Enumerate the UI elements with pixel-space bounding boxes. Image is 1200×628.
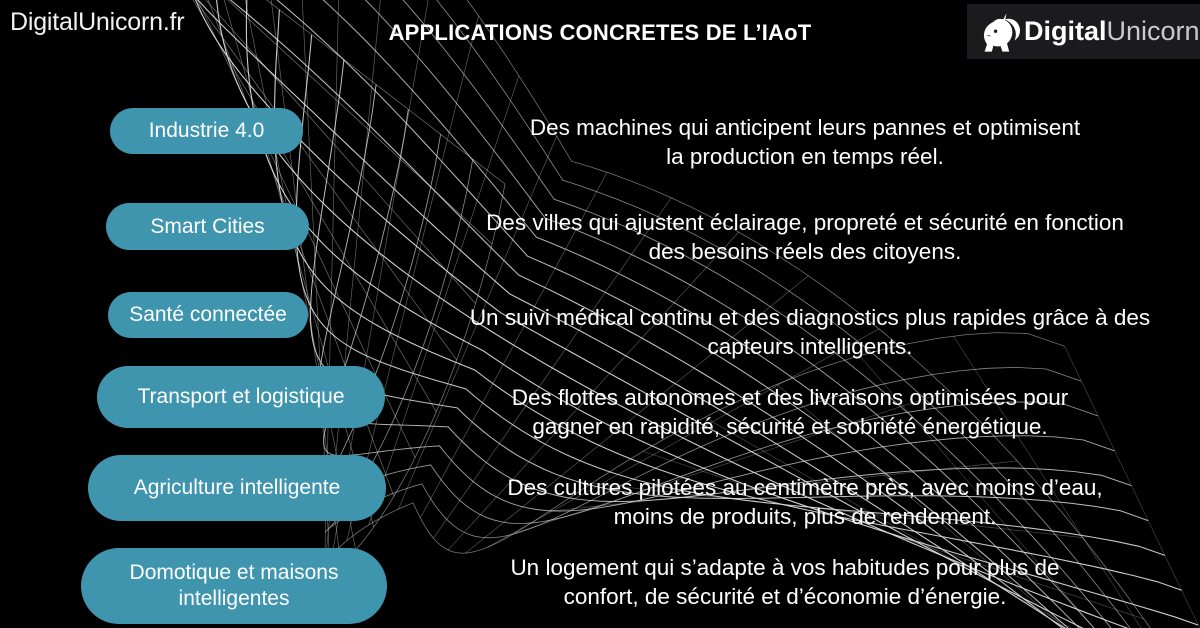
category-pill-label: Smart Cities [150, 214, 265, 238]
category-pill-label: Agriculture intelligente [133, 476, 341, 500]
category-description: Un logement qui s’adapte à vos habitudes… [510, 555, 1060, 610]
brand-wordmark-unicorn: Unicorn [1106, 16, 1200, 46]
category-pill-domotique-maisons[interactable]: Domotique et maisons intelligentes [81, 548, 387, 624]
brand-wordmark-digital: Digital [1024, 16, 1107, 46]
category-pill-label: Domotique et maisons intelligentes [129, 561, 339, 610]
unicorn-head-icon [983, 12, 1021, 52]
category-description: Des villes qui ajustent éclairage, propr… [486, 210, 1124, 265]
site-name: DigitalUnicorn.fr [10, 8, 185, 36]
category-pill-label: Industrie 4.0 [148, 119, 265, 143]
brand-logo[interactable]: DigitalUnicorn [967, 4, 1200, 59]
category-pill-sante-connectee[interactable]: Santé connectée [108, 292, 308, 338]
category-description: Des machines qui anticipent leurs pannes… [529, 115, 1081, 170]
category-pill-agriculture-intelligente[interactable]: Agriculture intelligente [88, 455, 386, 521]
page-title: APPLICATIONS CONCRETES DE L’IAoT [388, 20, 812, 45]
brand-wordmark: DigitalUnicorn [1024, 18, 1200, 45]
category-description: Des cultures pilotées au centimètre près… [507, 475, 1103, 530]
category-pill-label: Santé connectée [129, 303, 287, 327]
category-pill-transport-logistique[interactable]: Transport et logistique [97, 366, 385, 428]
category-pill-smart-cities[interactable]: Smart Cities [106, 203, 309, 250]
category-pill-industrie[interactable]: Industrie 4.0 [110, 108, 303, 154]
category-description: Des flottes autonomes et des livraisons … [511, 385, 1069, 440]
category-description: Un suivi médical continu et des diagnost… [469, 305, 1151, 360]
category-pill-label: Transport et logistique [137, 385, 345, 409]
